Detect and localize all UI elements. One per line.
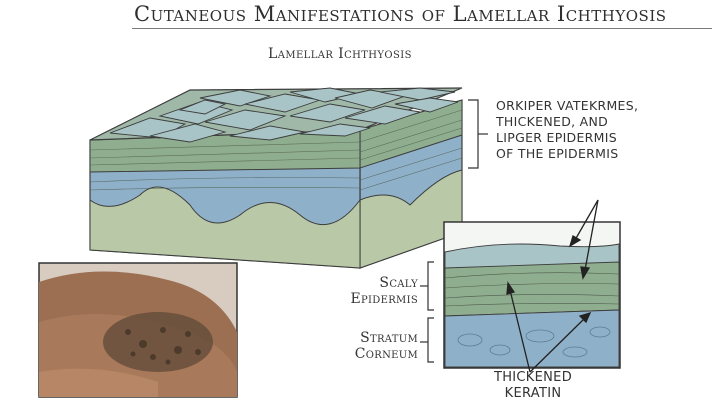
label-line: Epidermis (350, 291, 418, 307)
label-line: Scaly (379, 275, 418, 291)
page-title: Cutaneous Manifestations of Lamellar Ich… (134, 2, 667, 26)
title-divider (132, 28, 712, 29)
annotation-line: THICKENED, AND (496, 114, 609, 129)
annotation-line: ORKIPER VATEKRMES, (496, 98, 639, 113)
label-scaly-epidermis: Scaly Epidermis (340, 275, 418, 307)
annotation-top-right: ORKIPER VATEKRMES, THICKENED, AND LIPGER… (496, 98, 638, 162)
label-line: Corneum (354, 346, 418, 362)
annotation-line: LIPGER EPIDERMIS (496, 130, 617, 145)
label-line: THICKENED (493, 370, 572, 385)
label-line: KERATIN (504, 386, 562, 401)
arm-inset-illustration (38, 262, 238, 398)
label-line: Stratum (360, 330, 418, 346)
label-stratum-corneum: Stratum Corneum (340, 330, 418, 362)
annotation-line: OF THE EPIDERMIS (496, 146, 619, 161)
diagram-subtitle: Lamellar Ichthyosis (268, 46, 412, 62)
label-thickened-keratin: THICKENED KERATIN (488, 370, 578, 402)
